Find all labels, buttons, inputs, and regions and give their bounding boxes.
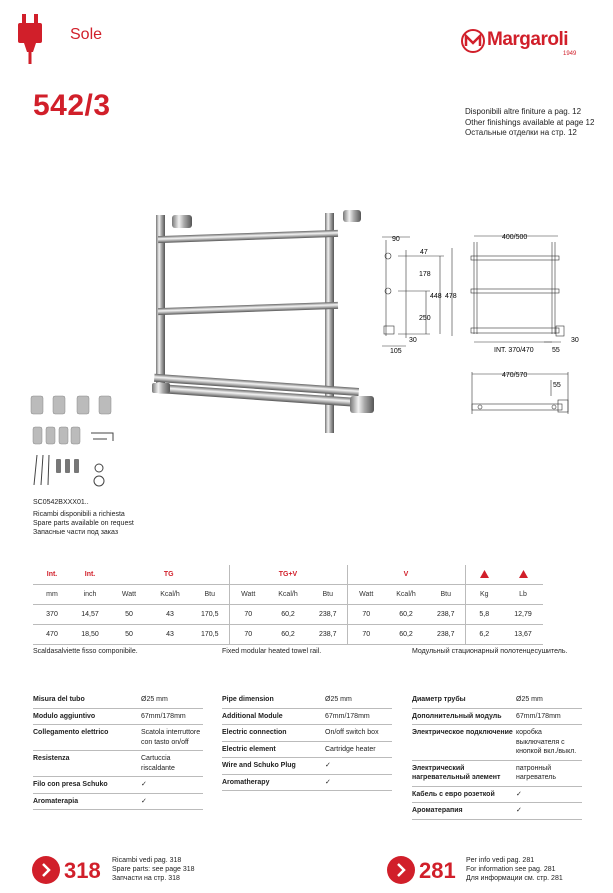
spec-header-row: Int. Int. TG TG+V V	[33, 565, 543, 585]
weight-kg-icon	[479, 569, 489, 578]
dim-top-55: 55	[553, 382, 561, 389]
spare-parts-note: SC0542BXXX01.. Ricambi disponibili a ric…	[33, 499, 134, 536]
description-ru: Модульный стационарный полотенцесушитель…	[412, 648, 568, 655]
dim-side-178: 178	[419, 271, 431, 278]
dim-side-448: 448	[430, 293, 442, 300]
info-page-link[interactable]	[387, 856, 415, 884]
availability-note: Disponibili altre finiture a pag. 12 Oth…	[465, 107, 595, 137]
top-view-drawing: 470/570 55	[471, 372, 569, 414]
spec-table: Int. Int. TG TG+V V mm inch Watt Kcal/h …	[33, 565, 543, 645]
spare-parts-page-link[interactable]	[32, 856, 60, 884]
spare-parts-code: SC0542BXXX01..	[33, 499, 89, 506]
dim-top-width: 470/570	[502, 372, 527, 379]
dim-side-105: 105	[390, 348, 402, 355]
spec-row: 470 18,50 50 43 170,5 70 60,2 238,7 70 6…	[33, 624, 543, 645]
dim-side-250: 250	[419, 315, 431, 322]
dim-side-47: 47	[420, 249, 428, 256]
front-view-drawing: 400/500 30 INT. 370/470 55	[470, 234, 579, 354]
description-it: Scaldasalviette fisso componibile.	[33, 648, 138, 655]
brand-name: Margaroli	[487, 29, 569, 50]
dim-front-30: 30	[571, 337, 579, 344]
spare-parts-page-note: Ricambi vedi pag. 318 Spare parts: see p…	[112, 857, 195, 882]
dim-front-55: 55	[552, 347, 560, 354]
side-view-drawing: 90 47 178 448 478 250 30 105	[382, 236, 457, 355]
weight-lb-icon	[518, 569, 528, 578]
description-en: Fixed modular heated towel rail.	[222, 648, 322, 655]
dim-side-30: 30	[409, 337, 417, 344]
dim-front-width: 400/500	[502, 234, 527, 241]
feature-row: Wire and Schuko Plug✓	[222, 757, 392, 775]
feature-row: Filo con presa Schuko✓	[33, 776, 203, 794]
chevron-right-icon	[42, 863, 51, 877]
dim-front-int: INT. 370/470	[494, 347, 534, 354]
plug-icon	[18, 14, 42, 64]
spec-units-row: mm inch Watt Kcal/h Btu Watt Kcal/h Btu …	[33, 584, 543, 605]
feature-row: Aromaterapia✓	[33, 793, 203, 810]
margaroli-logo-icon	[461, 29, 485, 53]
brand-year: 1949	[563, 51, 577, 57]
feature-row: Aromatherapy✓	[222, 774, 392, 791]
spec-row: 370 14,57 50 43 170,5 70 60,2 238,7 70 6…	[33, 604, 543, 625]
model-number: 542/3	[33, 89, 111, 122]
spare-parts-image	[30, 395, 114, 487]
dim-side-478: 478	[445, 293, 457, 300]
category-title: Sole	[70, 26, 103, 43]
spare-parts-page-number: 318	[64, 858, 101, 883]
info-page-note: Per info vedi pag. 281 For information s…	[466, 857, 563, 882]
feature-row: Ароматерапия✓	[412, 802, 582, 820]
product-image	[152, 210, 374, 433]
dim-side-90: 90	[392, 236, 400, 243]
info-page-number: 281	[419, 858, 456, 883]
chevron-right-icon	[397, 863, 406, 877]
feature-row: Кабель с евро розеткой✓	[412, 786, 582, 803]
